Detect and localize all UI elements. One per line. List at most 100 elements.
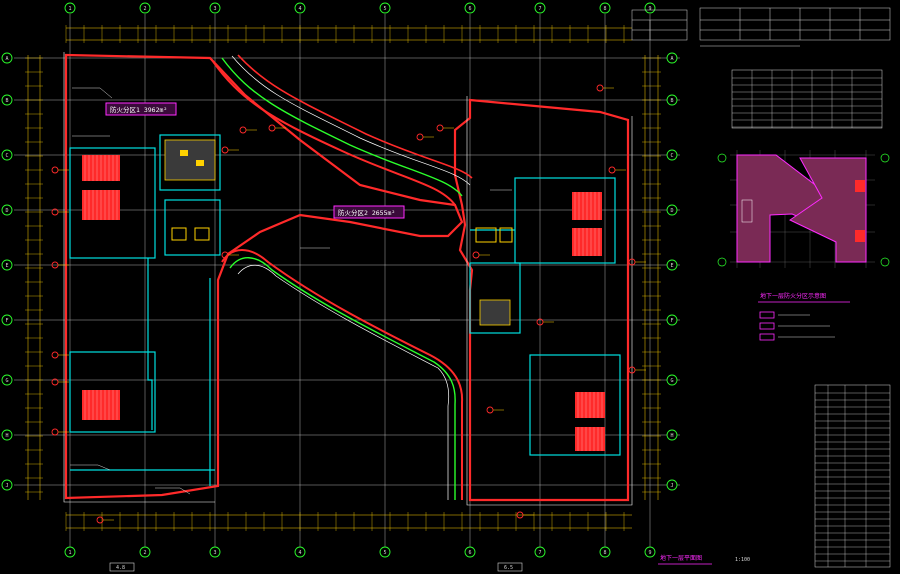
axis-bubble: E xyxy=(1,259,13,271)
bottom-tags: 4.8 6.5 xyxy=(109,562,523,572)
axis-bubble-circle xyxy=(64,546,76,558)
lower-ramp xyxy=(221,249,464,500)
axis-bubble-label: 5 xyxy=(383,550,386,556)
axis-bubble-label: 9 xyxy=(648,6,651,12)
zone-label-1: 防火分区1 3962m² xyxy=(110,105,167,114)
axis-bubble-label: G xyxy=(670,378,673,384)
axis-bubble-circle xyxy=(666,259,678,271)
upper-ramp-edge-green xyxy=(221,57,463,197)
axis-bubble: H xyxy=(1,429,13,441)
axis-bubble: G xyxy=(1,374,13,386)
axis-bubble-label: 7 xyxy=(538,6,541,12)
hydrant-markers xyxy=(51,84,646,524)
stair-treads xyxy=(84,155,603,451)
axis-bubble-circle xyxy=(644,546,656,558)
axis-bubble: 6 xyxy=(464,2,476,14)
axis-bubble: 1 xyxy=(64,2,76,14)
axis-bubble-label: F xyxy=(5,318,8,324)
axis-bubble: F xyxy=(666,314,678,326)
plan-title-block: 地下一层平面图 1:100 xyxy=(658,554,750,565)
axis-bubble-circle xyxy=(379,546,391,558)
thumbnail-zone-1 xyxy=(736,154,836,263)
axis-bubble-label: 3 xyxy=(213,550,216,556)
axis-bubble-circle xyxy=(599,546,611,558)
leader-line xyxy=(155,487,191,495)
lower-ramp-edge-white xyxy=(237,264,450,500)
east-inner-line xyxy=(466,96,633,506)
axis-bubble-circle xyxy=(666,314,678,326)
axis-bubble-circle xyxy=(666,429,678,441)
axis-bubble: 3 xyxy=(209,2,221,14)
axis-bubble-label: H xyxy=(670,433,673,439)
upper-ramp-edge-red xyxy=(211,59,456,206)
bottom-tag-right: 6.5 xyxy=(504,565,513,571)
axis-bubble-circle xyxy=(666,149,678,161)
leader-annotations xyxy=(70,87,512,495)
building-outline xyxy=(63,52,633,506)
table-frame xyxy=(814,384,891,568)
axis-bubble: H xyxy=(666,429,678,441)
axis-bubble-circle xyxy=(294,546,306,558)
leader-line xyxy=(70,464,111,471)
axis-bubble-label: 9 xyxy=(648,550,651,556)
axis-bubble-label: 1 xyxy=(68,6,71,12)
axis-bubble-label: 5 xyxy=(383,6,386,12)
dimension-chains xyxy=(25,25,661,531)
axis-bubble-circle xyxy=(666,52,678,64)
axis-bubble: A xyxy=(1,52,13,64)
shaft-room xyxy=(159,134,221,191)
upper-ramp-edge-white xyxy=(231,55,471,186)
axis-bubble-label: A xyxy=(670,56,673,62)
axis-bubble-label: B xyxy=(670,98,673,104)
axis-bubble-circle xyxy=(209,2,221,14)
east-block-outline xyxy=(453,98,630,502)
fixture xyxy=(499,227,513,243)
fixture xyxy=(180,150,188,156)
axis-bubble-label: H xyxy=(5,433,8,439)
zone-label-2-group: 防火分区2 2655m² xyxy=(333,205,405,219)
axis-bubble-circle xyxy=(534,546,546,558)
thumbnail-zone-2 xyxy=(789,157,867,263)
axis-bubble: 8 xyxy=(599,2,611,14)
zone-label-2-box xyxy=(333,205,405,219)
fixture xyxy=(194,227,210,241)
axis-bubble: 8 xyxy=(599,546,611,558)
axis-bubble-label: 2 xyxy=(143,550,146,556)
axis-bubble-label: 4 xyxy=(298,550,301,556)
thumbnail-axis-bubble xyxy=(880,257,890,267)
axis-bubble: D xyxy=(666,204,678,216)
thumbnail-axis-bubble xyxy=(880,153,890,163)
legend-swatch xyxy=(759,322,775,330)
lower-ramp-edge-green xyxy=(229,257,456,500)
axis-bubble-label: E xyxy=(5,263,8,269)
west-block-outline xyxy=(64,53,464,500)
bottom-tag-left-box xyxy=(109,562,135,572)
axis-bubble: 4 xyxy=(294,2,306,14)
west-core-room xyxy=(69,147,156,259)
axis-bubble-circle xyxy=(599,2,611,14)
axis-bubble-label: 3 xyxy=(213,6,216,12)
axis-bubble-circle xyxy=(379,2,391,14)
east-core-room xyxy=(514,177,616,264)
axis-bubble-circle xyxy=(464,2,476,14)
table-top-left xyxy=(631,9,688,41)
legend-swatch xyxy=(759,333,775,341)
axis-bubble-circle xyxy=(1,374,13,386)
fixture xyxy=(475,227,497,243)
axis-bubble: C xyxy=(1,149,13,161)
axis-bubble: A xyxy=(666,52,678,64)
axis-bubble-circle xyxy=(1,479,13,491)
axis-bubble-circle xyxy=(139,2,151,14)
thumbnail-axis-bubble xyxy=(717,257,727,267)
lower-ramp-edge-red xyxy=(221,249,464,500)
axis-bubble-label: 1 xyxy=(68,550,71,556)
east-core-room-2 xyxy=(529,354,621,456)
axis-bubble-label: B xyxy=(5,98,8,104)
axis-bubble-label: C xyxy=(5,153,8,159)
axis-bubble-label: D xyxy=(670,208,673,214)
axis-bubble-circle xyxy=(139,546,151,558)
